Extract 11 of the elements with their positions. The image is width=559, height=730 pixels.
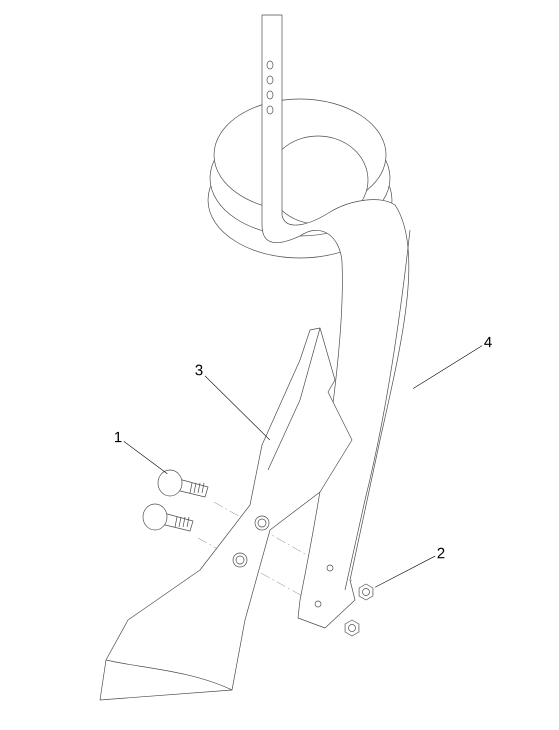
nut-drawing	[358, 584, 374, 600]
callout-number: 4	[484, 336, 492, 348]
leader-line	[204, 376, 270, 440]
leader-line	[124, 441, 168, 474]
bolt-drawing	[158, 470, 208, 498]
leader-line	[374, 556, 436, 588]
leader-line	[412, 345, 482, 389]
callout-number: 1	[114, 432, 122, 442]
share-drawing	[100, 328, 352, 700]
callout-number: 2	[438, 548, 444, 558]
callout-number: 3	[195, 364, 203, 376]
